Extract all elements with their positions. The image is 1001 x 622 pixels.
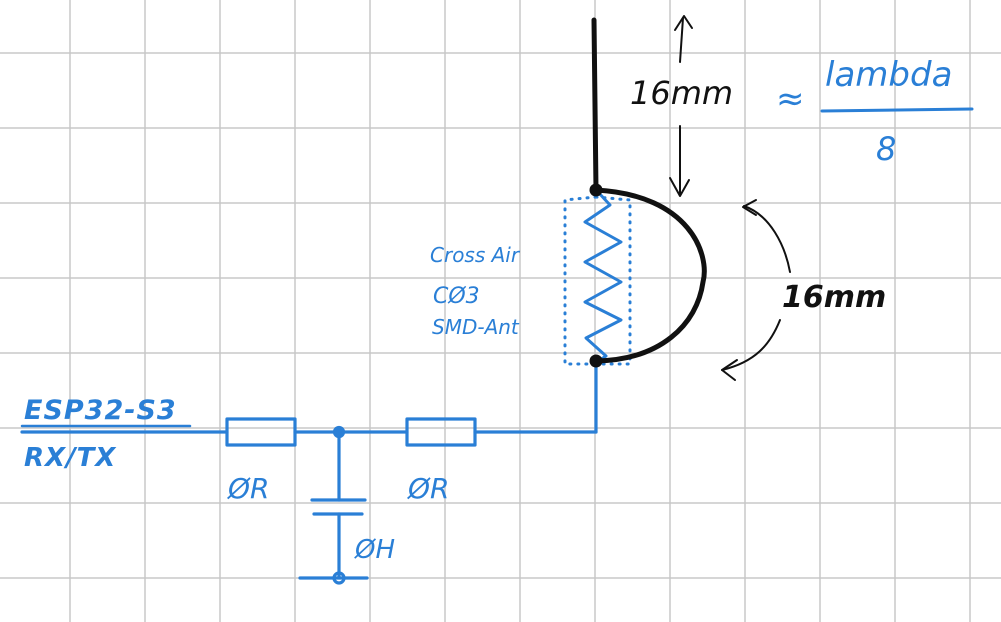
arc-radiator	[593, 187, 707, 364]
length-arrow-top	[679, 17, 684, 63]
arc-arrowhead-upper	[742, 199, 757, 216]
antenna-wire	[589, 17, 707, 368]
ground-node	[332, 571, 346, 585]
vertical-radiator	[591, 17, 599, 193]
dimension-arrows	[669, 15, 791, 381]
fraction-numerator: lambda	[825, 55, 952, 95]
resistor-2-value: ØR	[407, 472, 450, 505]
meander-trace	[583, 190, 623, 364]
length-arrowhead-top	[674, 15, 693, 31]
mcu-name-label: ESP32-S3	[24, 395, 177, 426]
arc-arrow-lower	[721, 319, 781, 371]
feed-point-top	[589, 183, 603, 197]
resistor-2	[405, 417, 477, 447]
fraction-bar	[820, 107, 974, 113]
capacitor-value: ØH	[354, 535, 395, 565]
arc-length-label: 16mm	[782, 280, 886, 315]
chip-outline-right	[594, 195, 632, 366]
chip-name-line-1: Cross Air	[430, 243, 521, 267]
chip-name-line-3: SMD-Ant	[432, 315, 520, 339]
wire-length-label: 16mm	[630, 74, 733, 112]
chip-antenna	[563, 190, 632, 366]
chip-outline-left	[563, 195, 598, 366]
arc-arrowhead-lower	[721, 359, 738, 381]
mcu-signal-label: RX/TX	[24, 443, 117, 473]
fraction-denominator: 8	[876, 130, 896, 168]
resistor-1-value: ØR	[227, 472, 270, 505]
approx-symbol: ≈	[776, 79, 805, 119]
matching-circuit	[20, 362, 598, 585]
feed-point-bottom	[589, 354, 603, 368]
chip-name-line-2: CØ3	[433, 284, 480, 309]
arc-arrow-upper	[743, 205, 791, 273]
resistor-1	[225, 417, 297, 447]
length-arrowhead-bottom	[669, 177, 690, 197]
